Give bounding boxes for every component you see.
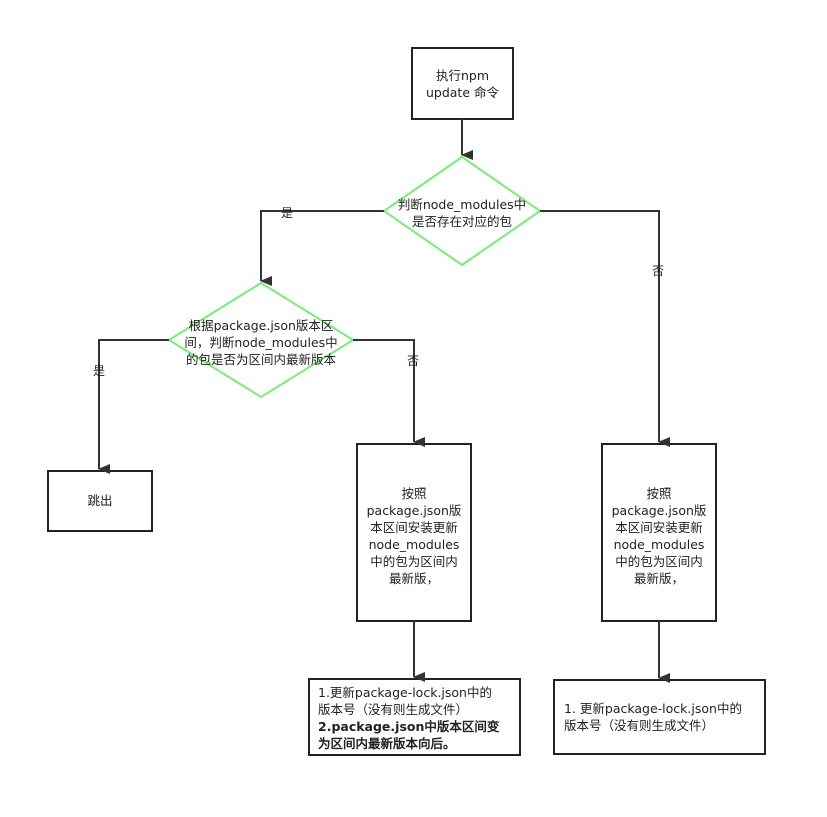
check-version-diamond	[167, 281, 355, 399]
lock-mid-box	[308, 678, 521, 756]
edge-label-no-1: 否	[652, 264, 665, 278]
lock-mid-line-1: 1.更新package-lock.json中的	[318, 685, 492, 700]
check-exists-line-1: 判断node_modules中	[397, 197, 527, 212]
edge-label-no-2: 否	[407, 354, 420, 368]
edge-version-yes	[98, 339, 169, 474]
lock-mid-line-2: 版本号（没有则生成文件）	[318, 702, 469, 717]
lock-right-line-2: 版本号（没有则生成文件）	[564, 718, 715, 733]
lock-right-line-1: 1. 更新package-lock.json中的	[564, 701, 742, 716]
start-box	[411, 47, 514, 120]
install-mid-label: 按照 package.json版 本区间安装更新 node_modules 中的…	[357, 485, 471, 587]
install-right-box	[601, 443, 717, 622]
start-line-2: update 命令	[425, 85, 500, 100]
check-exists-diamond	[382, 155, 542, 267]
check-version-label: 根据package.json版本区 间，判断node_modules中 的包是否…	[170, 317, 352, 368]
start-line-1: 执行npm	[435, 68, 490, 83]
install-mid-line-4: node_modules	[368, 537, 460, 552]
check-exists-line-2: 是否存在对应的包	[411, 214, 512, 229]
install-right-line-5: 中的包为区间内	[615, 554, 703, 569]
lock-mid-line-3: 2.package.json中版本区间变	[318, 719, 500, 734]
check-exists-label: 判断node_modules中 是否存在对应的包	[384, 196, 540, 230]
lock-mid-label: 1.更新package-lock.json中的 版本号（没有则生成文件） 2.p…	[318, 684, 518, 752]
install-mid-line-1: 按照	[401, 486, 427, 501]
lock-right-box	[553, 679, 766, 755]
install-mid-line-3: 本区间安装更新	[370, 520, 458, 535]
install-right-line-1: 按照	[646, 486, 672, 501]
install-mid-line-6: 最新版，	[388, 571, 439, 586]
install-right-line-6: 最新版，	[633, 571, 684, 586]
exit-line-1: 跳出	[87, 493, 113, 508]
install-right-line-2: package.json版	[611, 503, 707, 518]
exit-box	[47, 470, 153, 532]
install-mid-line-5: 中的包为区间内	[370, 554, 458, 569]
edge-exists-yes	[260, 210, 384, 286]
check-version-line-3: 的包是否为区间内最新版本	[185, 352, 336, 367]
install-right-label: 按照 package.json版 本区间安装更新 node_modules 中的…	[602, 485, 716, 587]
exit-label: 跳出	[48, 492, 152, 509]
edge-exists-no	[540, 210, 670, 447]
check-version-line-2: 间，判断node_modules中	[184, 335, 338, 350]
start-label: 执行npm update 命令	[412, 67, 513, 101]
install-right-line-4: node_modules	[613, 537, 705, 552]
install-mid-line-2: package.json版	[366, 503, 462, 518]
install-right-line-3: 本区间安装更新	[615, 520, 703, 535]
check-version-line-1: 根据package.json版本区	[188, 318, 334, 333]
edge-label-yes-1: 是	[281, 206, 294, 220]
lock-right-label: 1. 更新package-lock.json中的 版本号（没有则生成文件）	[564, 700, 764, 734]
lock-mid-line-4: 为区间内最新版本向后。	[318, 736, 456, 751]
edge-version-no	[353, 339, 425, 447]
edge-label-yes-2: 是	[93, 364, 106, 378]
